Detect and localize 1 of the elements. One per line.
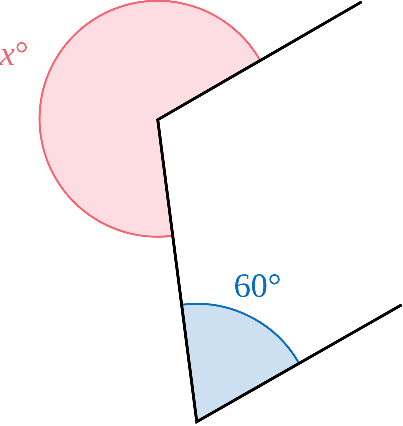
angle-label: 60° xyxy=(234,270,282,304)
